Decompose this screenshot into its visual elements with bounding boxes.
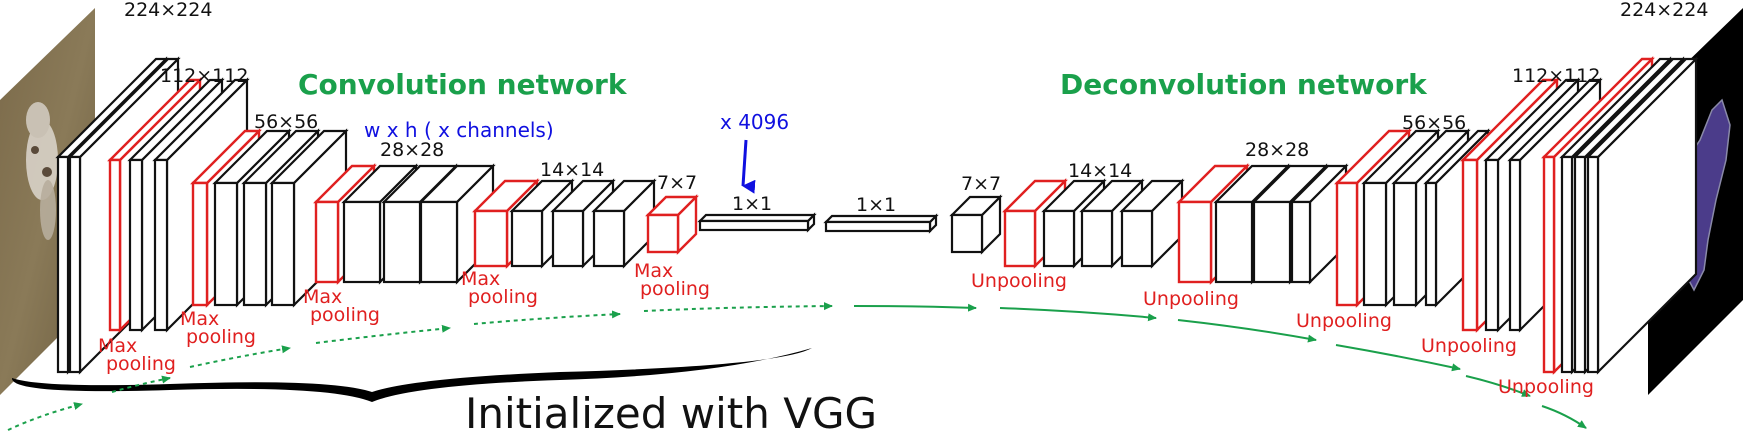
maxpool-2-pooling: pooling [186, 326, 256, 348]
size-label-fc1: 1×1 [732, 193, 772, 215]
skip-arrow-3 [189, 345, 291, 368]
deconv5-block-b [1079, 178, 1145, 269]
maxpool-4-max: Max [461, 268, 500, 290]
maxpool-3-pooling: pooling [310, 304, 380, 326]
maxpool-2-max: Max [180, 308, 219, 330]
size-label-224-left: 224×224 [124, 0, 212, 21]
size-label-7-left: 7×7 [657, 172, 697, 194]
fc6-block [697, 212, 817, 233]
size-label-224-right: 224×224 [1620, 0, 1708, 21]
skip-arrow-7 [853, 303, 977, 312]
maxpool-5-pooling: pooling [640, 278, 710, 300]
x4096-label: x 4096 [720, 110, 789, 134]
skip-arrow-12 [1541, 405, 1587, 429]
skip-arrow-5 [473, 310, 621, 325]
unpool-1-label: Unpooling [971, 270, 1067, 292]
skip-connections [7, 302, 1587, 431]
skip-arrow-8 [999, 307, 1157, 322]
deconv5-block-c [1119, 178, 1185, 269]
whc-label: w x h ( x channels) [364, 118, 554, 142]
skip-arrow-11 [1465, 375, 1531, 397]
size-label-112-right: 112×112 [1512, 65, 1600, 87]
size-label-56-right: 56×56 [1402, 112, 1466, 134]
size-label-fc2: 1×1 [856, 194, 896, 216]
unpool-4-label: Unpooling [1421, 335, 1517, 357]
fc7-block [823, 213, 939, 234]
size-label-28-right: 28×28 [1245, 139, 1309, 161]
skip-arrow-10 [1335, 344, 1461, 372]
size-label-28-left: 28×28 [380, 139, 444, 161]
unpool-2-label: Unpooling [1143, 288, 1239, 310]
initialized-label: Initialized with VGG [465, 389, 877, 436]
size-label-112-left: 112×112 [160, 65, 248, 87]
pool5-block [645, 194, 699, 255]
deconvolution-title: Deconvolution network [1060, 68, 1428, 101]
unpool-5-label: Unpooling [1498, 376, 1594, 398]
maxpool-1-pooling: pooling [106, 353, 176, 375]
deconv1-block-c [1585, 56, 1699, 375]
maxpool-5-max: Max [634, 260, 673, 282]
maxpool-3-max: Max [303, 286, 342, 308]
size-label-14-right: 14×14 [1068, 160, 1132, 182]
size-label-14-left: 14×14 [540, 159, 604, 181]
maxpool-4-pooling: pooling [468, 286, 538, 308]
unpool-3-label: Unpooling [1296, 310, 1392, 332]
skip-arrow-6 [643, 302, 833, 312]
skip-arrow-1 [7, 402, 83, 431]
size-label-7-right: 7×7 [961, 173, 1001, 195]
maxpool-1-max: Max [98, 335, 137, 357]
skip-arrow-9 [1177, 319, 1317, 343]
skip-arrow-4 [315, 324, 451, 344]
feature-blocks [55, 56, 1699, 375]
size-label-56-left: 56×56 [254, 111, 318, 133]
convolution-title: Convolution network [298, 68, 628, 101]
deconv-fc-block [949, 194, 1003, 255]
conv5-block-c [591, 178, 657, 269]
fc-arrow [741, 139, 756, 194]
vgg-brace [11, 348, 813, 402]
